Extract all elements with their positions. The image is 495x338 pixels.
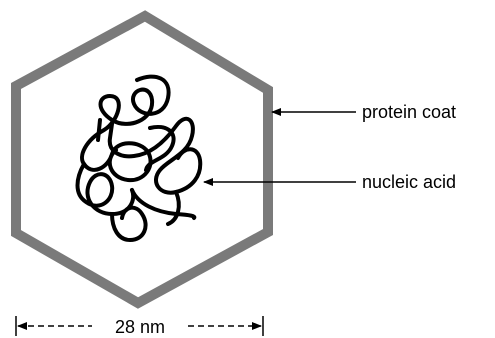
protein-coat-shell	[11, 10, 273, 309]
scale-bar: 28 nm	[15, 316, 264, 337]
protein-coat-label: protein coat	[362, 102, 456, 122]
scale-label: 28 nm	[115, 317, 165, 337]
nucleic-acid-label: nucleic acid	[362, 172, 456, 192]
nucleic-acid-strand	[75, 74, 203, 242]
